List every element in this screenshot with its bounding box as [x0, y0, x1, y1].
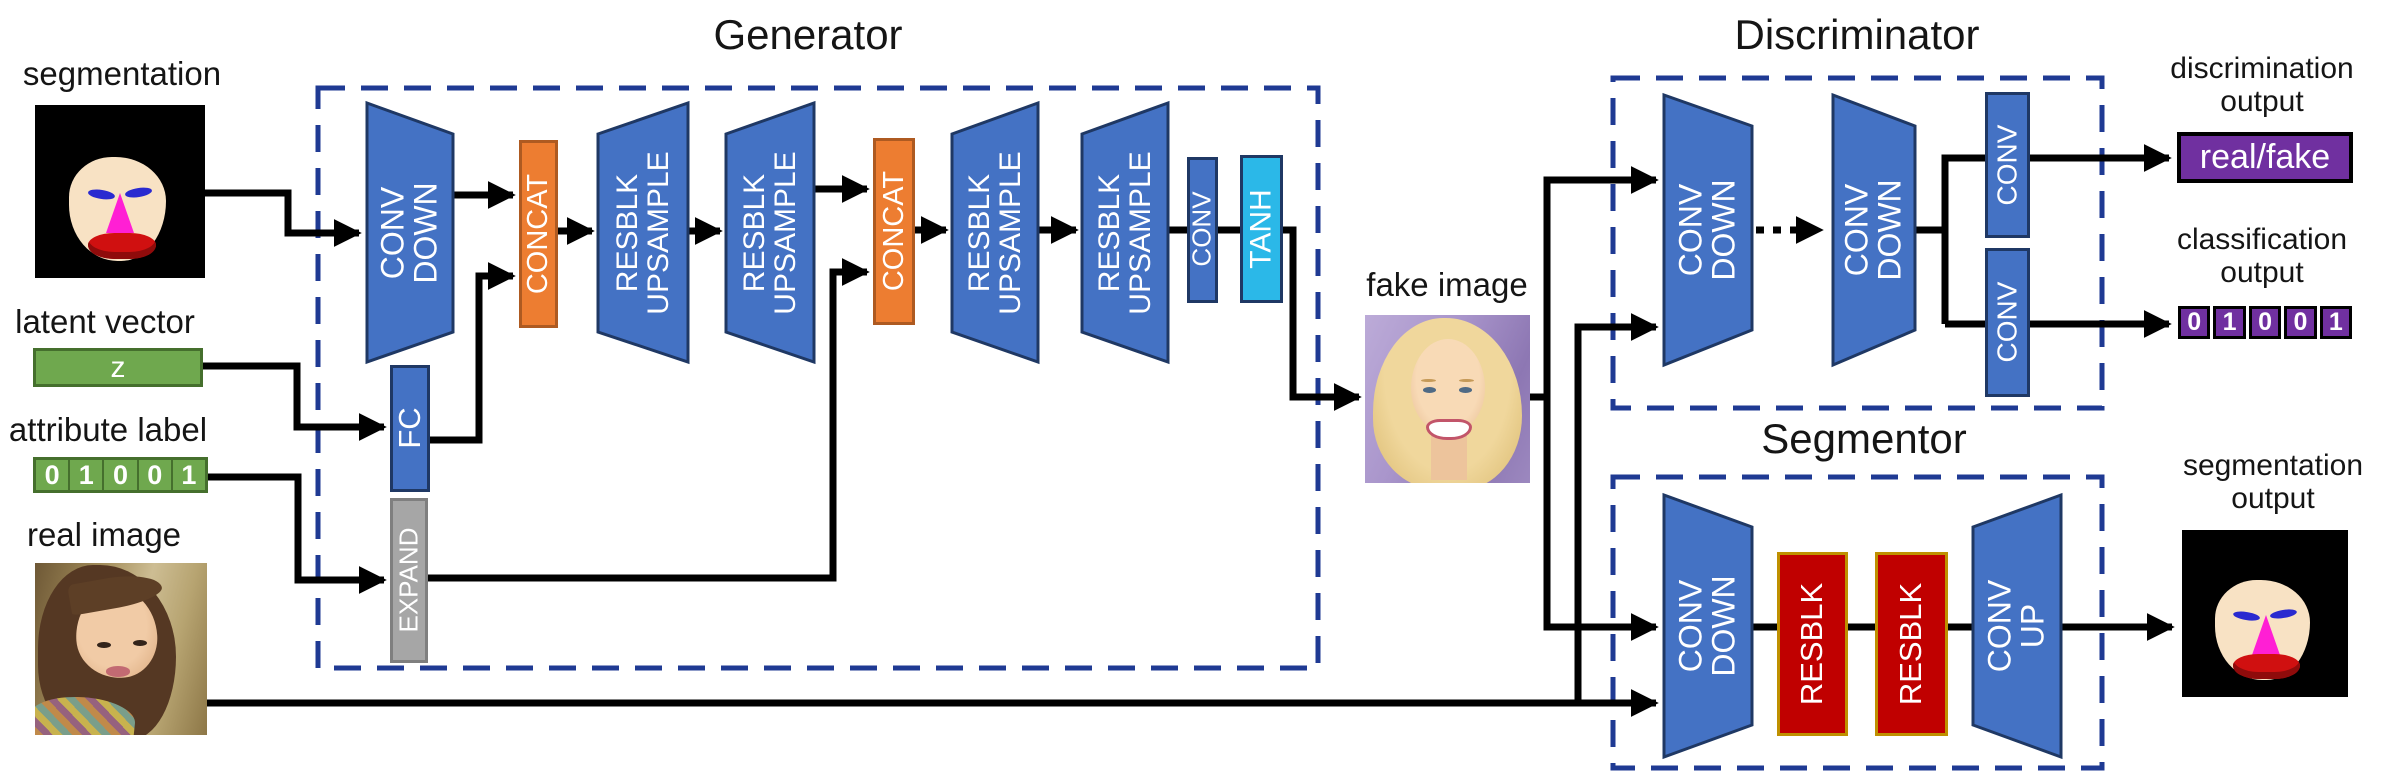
- real-photo-right-eye: [133, 640, 147, 647]
- discriminator-conv-realfake-block: [1985, 92, 2030, 238]
- real-image-label: real image: [26, 516, 182, 553]
- real-image-photo: [35, 563, 207, 735]
- attribute-bits-box: 0 1 0 0 1: [33, 457, 208, 493]
- latent-vector-label: latent vector: [15, 303, 195, 340]
- generator-conv-block: [1187, 157, 1218, 303]
- segmentor-resblk2-label: RESBLK: [1892, 582, 1928, 706]
- discriminator-convdown2-shape: [1831, 92, 1917, 368]
- segmentation-input-label: segmentation: [22, 55, 222, 92]
- arrow-segmentation-to-convdown: [205, 189, 362, 247]
- segmentor-convup-shape: [1971, 492, 2063, 760]
- arrow-fakeimage-to-discriminator: [1543, 166, 1659, 397]
- seg-mouth: [87, 233, 156, 259]
- arrow-disc-to-realfake: [1941, 144, 2172, 324]
- generator-resblk-upsample1-shape: [596, 100, 690, 365]
- realfake-output-box: real/fake: [2177, 132, 2353, 183]
- segmentation-output-label: segmentation output: [2182, 449, 2364, 515]
- classification-bit-cell: 0: [2248, 306, 2282, 339]
- arrow-realimage-to-discriminator: [1574, 313, 1659, 703]
- concat2-block: [873, 138, 915, 325]
- attribute-bit-cell: 0: [104, 460, 137, 490]
- generator-resblk-upsample3-shape: [950, 100, 1040, 365]
- segmentation-input-image: [35, 105, 205, 278]
- generator-resblk-upsample2-shape: [724, 100, 816, 365]
- segmentor-resblk1-label: RESBLK: [1793, 582, 1829, 706]
- generator-conv-label: CONV: [1186, 191, 1217, 267]
- fake-photo-left-brow: [1421, 378, 1436, 383]
- segmentation-output-image: [2182, 530, 2348, 697]
- expand-label: EXPAND: [393, 527, 424, 633]
- classification-bit-cell: 1: [2213, 306, 2246, 339]
- attribute-bit-cell: 0: [138, 460, 171, 490]
- generator-resblk-upsample4-shape: [1080, 100, 1170, 365]
- arrow-fakeimage-to-segmentor: [1543, 397, 1659, 641]
- fake-image-photo: [1365, 315, 1530, 483]
- classification-bit-cell: 0: [2178, 306, 2211, 339]
- generator-box: [315, 85, 1321, 671]
- discriminator-convdown1-shape: [1662, 92, 1754, 368]
- tanh-block: [1240, 155, 1283, 303]
- attribute-bit-cell: 0: [36, 460, 69, 490]
- latent-z-value: z: [110, 350, 126, 384]
- attribute-bit-cell: 1: [172, 460, 206, 490]
- tanh-label: TANH: [1244, 189, 1278, 269]
- fc-label: FC: [391, 407, 427, 449]
- seg-mouth: [2233, 653, 2300, 679]
- real-photo-lips: [105, 666, 130, 677]
- arrow-fc-to-concat1: [430, 262, 516, 444]
- classification-bit-cell: 1: [2319, 306, 2353, 339]
- arrow-attribute-to-expand: [208, 473, 387, 594]
- fake-photo-mouth: [1426, 419, 1472, 441]
- segmentor-title: Segmentor: [1761, 415, 1967, 462]
- discriminator-conv-realfake-label: CONV: [1991, 124, 2023, 206]
- expand-block: [390, 498, 428, 663]
- classification-bits-box: 0 1 0 0 1: [2178, 306, 2353, 339]
- seg-nose: [106, 193, 135, 234]
- fake-image-label: fake image: [1366, 266, 1528, 303]
- segmentor-resblk1-block: [1777, 552, 1848, 736]
- segmentor-resblk2-block: [1875, 552, 1948, 736]
- fake-photo-right-eye: [1459, 387, 1473, 394]
- generator-convdown-shape: [365, 100, 455, 365]
- concat2-label: CONCAT: [877, 170, 910, 292]
- fake-photo-right-brow: [1459, 378, 1474, 383]
- discrimination-output-label: discrimination output: [2170, 52, 2354, 118]
- attribute-label: attribute label: [8, 411, 208, 448]
- concat1-label: CONCAT: [521, 173, 554, 295]
- arrow-tanh-to-fakeimage: [1283, 226, 1362, 411]
- latent-z-box: z: [33, 348, 203, 387]
- discriminator-conv-classification-label: CONV: [1991, 281, 2023, 363]
- discriminator-conv-classification-block: [1985, 248, 2030, 397]
- segmentor-convdown-shape: [1662, 492, 1754, 760]
- arrow-latent-to-fc: [203, 362, 387, 441]
- realfake-output-value: real/fake: [2199, 138, 2331, 176]
- seg-nose: [2251, 615, 2280, 656]
- fc-block: [390, 365, 430, 492]
- attribute-bit-cell: 1: [70, 460, 103, 490]
- arrow-expand-to-concat2: [428, 258, 870, 582]
- classification-output-label: classification output: [2176, 223, 2348, 289]
- discriminator-title: Discriminator: [1734, 11, 1980, 58]
- discriminator-box: [1610, 75, 2105, 411]
- fake-photo-left-eye: [1422, 387, 1436, 394]
- generator-title: Generator: [713, 11, 903, 58]
- classification-bit-cell: 0: [2284, 306, 2317, 339]
- real-photo-left-eye: [96, 642, 111, 649]
- concat1-block: [519, 140, 558, 328]
